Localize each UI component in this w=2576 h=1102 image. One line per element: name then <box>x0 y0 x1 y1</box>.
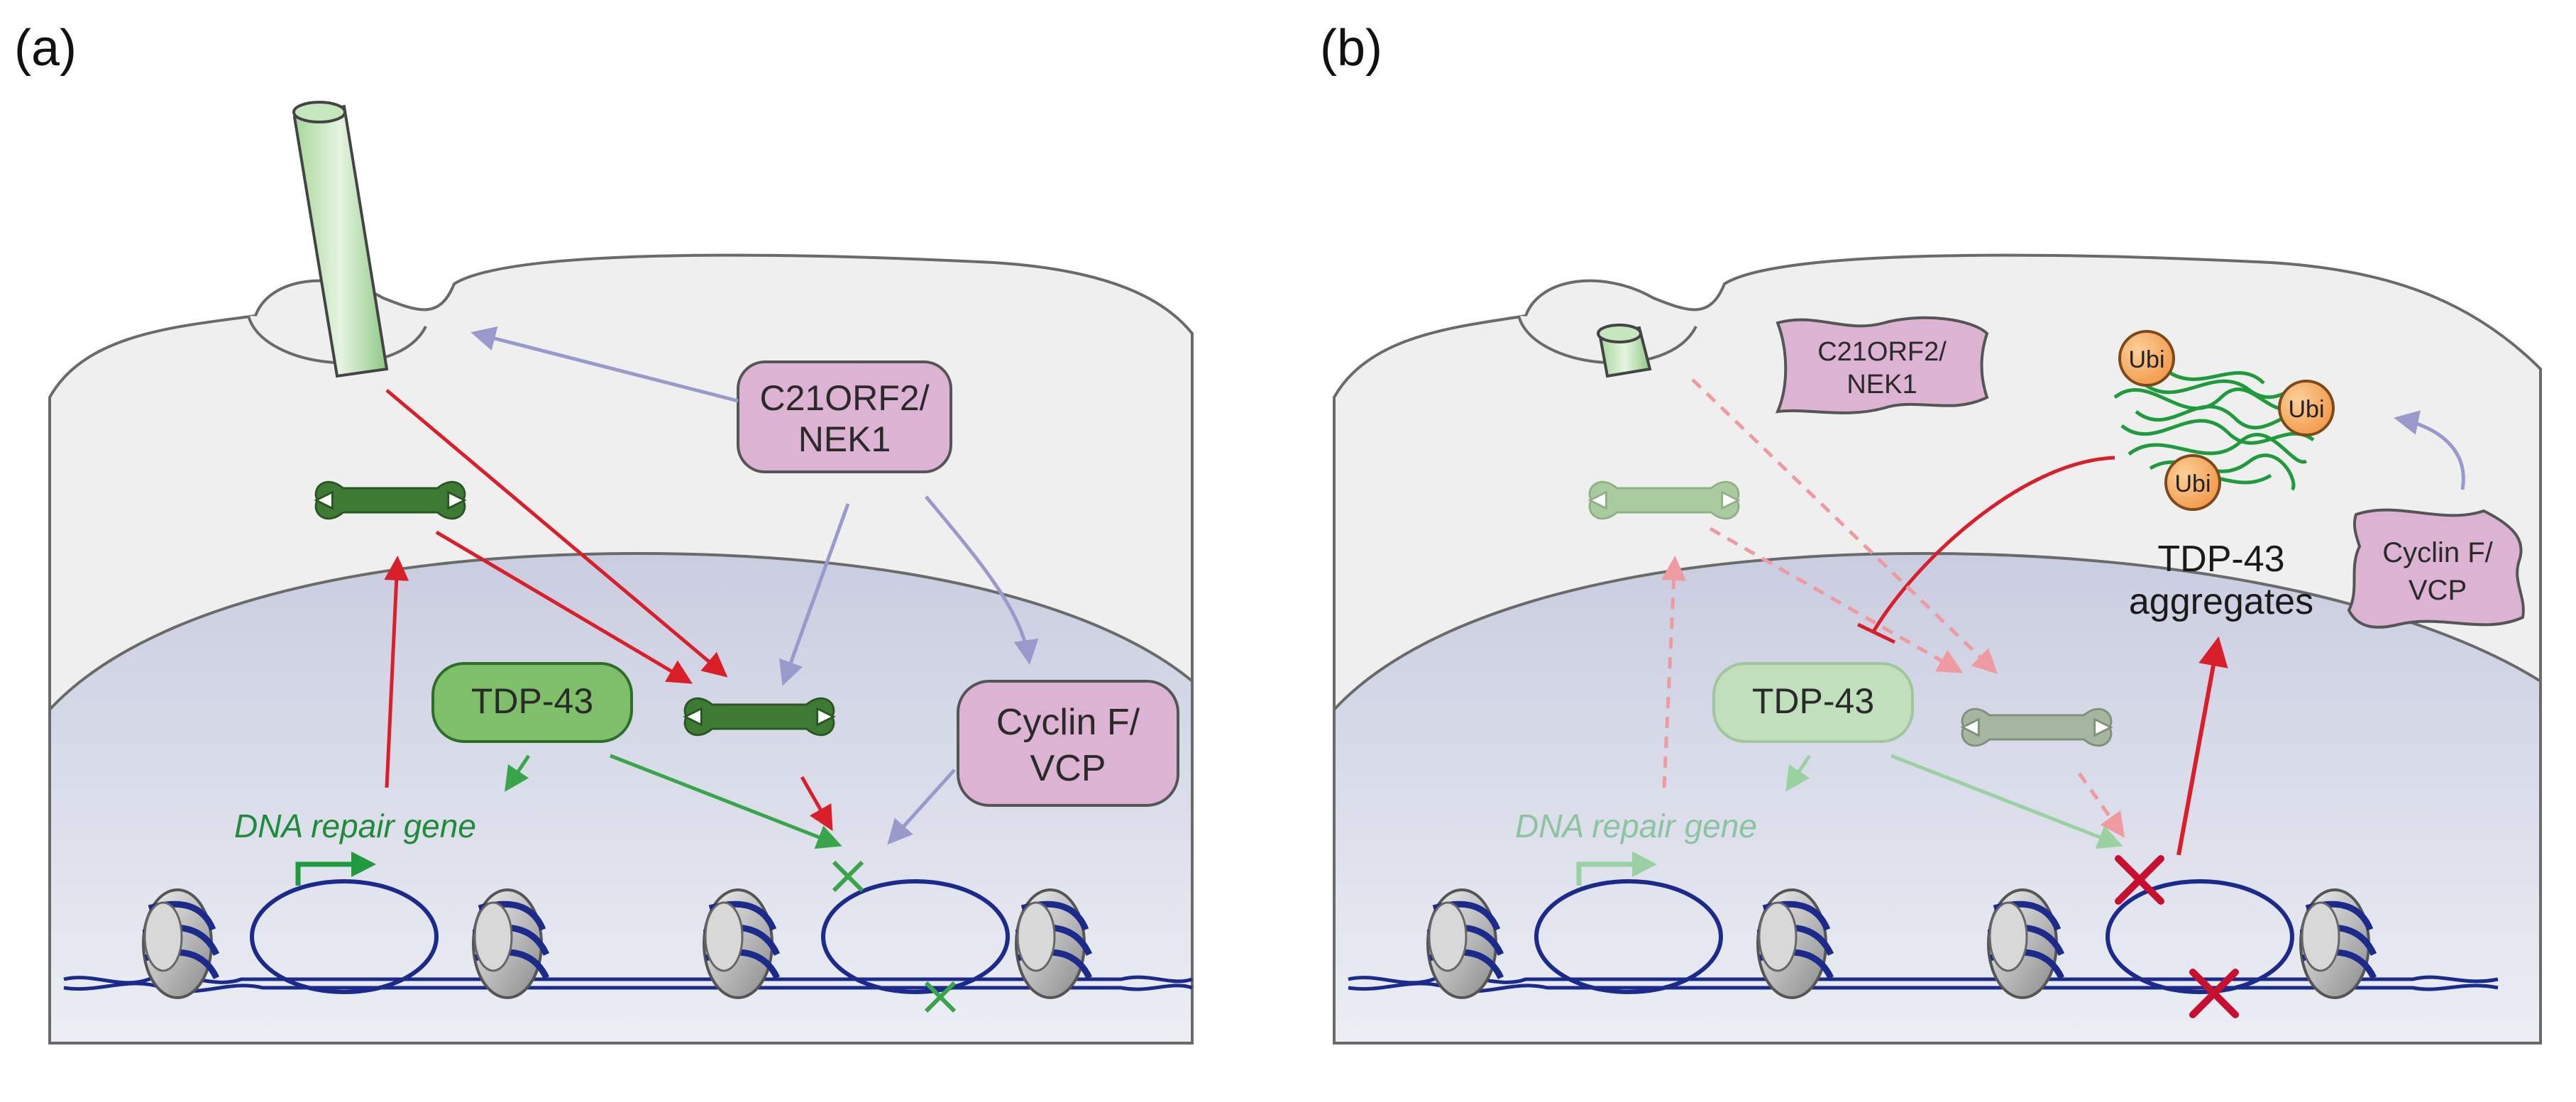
dna-loop-damaged <box>821 879 1010 994</box>
panel-a: (a) DNA repair <box>14 20 1194 1045</box>
svg-text:Ubi: Ubi <box>2174 470 2211 497</box>
svg-text:Cyclin F/: Cyclin F/ <box>2382 537 2493 568</box>
aggregation-arrow <box>2176 636 2228 856</box>
signal-arrow <box>887 768 956 845</box>
panel-b: (b) DNA repair gene <box>1320 20 2542 1045</box>
panel-a-label: (a) <box>14 20 77 77</box>
dna-damage-unrepaired-mark <box>2189 969 2239 1018</box>
cyclin-f-vcp-box: Cyclin F/ VCP <box>957 680 1179 807</box>
svg-text:NEK1: NEK1 <box>798 419 891 459</box>
repair-arrow <box>384 556 409 788</box>
tdp43-arrow <box>1785 754 1812 792</box>
ubiquitin-icon: Ubi <box>2278 380 2335 436</box>
primary-cilium <box>292 101 389 378</box>
c21orf2-nek1-box: C21ORF2/ NEK1 <box>1775 316 1989 414</box>
short-cilium <box>1597 324 1652 378</box>
tdp43-arrow <box>610 754 842 849</box>
svg-text:TDP-43: TDP-43 <box>471 681 593 721</box>
inhibition-bar <box>1856 622 1896 644</box>
svg-text:Ubi: Ubi <box>2288 396 2324 423</box>
blocked-repair-arrow <box>1661 556 1687 788</box>
signal-arrow <box>925 495 1039 665</box>
repair-protein-wrench-icon <box>683 697 835 737</box>
dna-loop-gene <box>1534 879 1723 994</box>
tdp43-box: TDP-43 <box>431 662 633 743</box>
aggregates-label-line2: aggregates <box>2129 581 2313 622</box>
svg-text:Ubi: Ubi <box>2128 346 2164 373</box>
cyclin-f-vcp-box: Cyclin F/ VCP <box>2347 508 2525 629</box>
panel-b-label: (b) <box>1320 20 1382 77</box>
aggregates-label-line1: TDP-43 <box>2157 539 2284 580</box>
dna-damage-unrepaired-mark <box>2115 855 2164 905</box>
ubiquitin-icon: Ubi <box>2118 330 2175 387</box>
repair-protein-wrench-icon <box>1588 480 1740 520</box>
signal-arrow <box>470 326 739 403</box>
signal-arrow <box>2394 410 2465 490</box>
tdp43-arrow <box>505 754 531 792</box>
nucleus <box>48 551 1194 1045</box>
repair-protein-wrench-icon <box>1961 707 2113 747</box>
tdp43-box: TDP-43 <box>1712 662 1914 743</box>
repair-arrow <box>800 776 833 832</box>
svg-text:C21ORF2/: C21ORF2/ <box>1817 337 1947 367</box>
promoter-arrowhead-icon <box>1632 852 1657 877</box>
c21orf2-nek1-box: C21ORF2/ NEK1 <box>737 360 952 473</box>
dna-strand-2 <box>63 981 1193 993</box>
repair-protein-wrench-icon <box>314 480 466 520</box>
blocked-repair-arrow <box>2077 772 2125 838</box>
dna-strand-2 <box>1348 981 2499 993</box>
dna-damage-mark <box>832 860 864 893</box>
promoter-arrow-icon <box>1576 861 1636 886</box>
blocked-repair-arrow <box>1709 527 1964 673</box>
repair-arrow <box>435 530 693 684</box>
dna-repair-gene-label: DNA repair gene <box>234 808 476 844</box>
promoter-arrow-icon <box>295 861 355 886</box>
dna-damage-mark <box>924 981 957 1013</box>
svg-text:Cyclin F/: Cyclin F/ <box>996 702 1140 743</box>
svg-text:VCP: VCP <box>1030 748 1106 789</box>
svg-text:C21ORF2/: C21ORF2/ <box>760 378 930 418</box>
blocked-repair-arrow <box>1691 378 1998 674</box>
dna-loop-gene <box>250 879 439 994</box>
signal-arrow <box>779 503 850 686</box>
dna-loop-damaged <box>2106 879 2294 994</box>
inhibition-line <box>1871 456 2115 633</box>
svg-text:NEK1: NEK1 <box>1846 370 1917 400</box>
ubiquitin-icon: Ubi <box>2164 454 2221 511</box>
dna-repair-gene-label: DNA repair gene <box>1515 808 1757 844</box>
tdp43-arrow <box>1890 754 2123 849</box>
svg-text:TDP-43: TDP-43 <box>1752 681 1874 721</box>
promoter-arrowhead-icon <box>351 852 376 877</box>
repair-arrow <box>385 389 728 678</box>
svg-text:VCP: VCP <box>2409 575 2467 606</box>
